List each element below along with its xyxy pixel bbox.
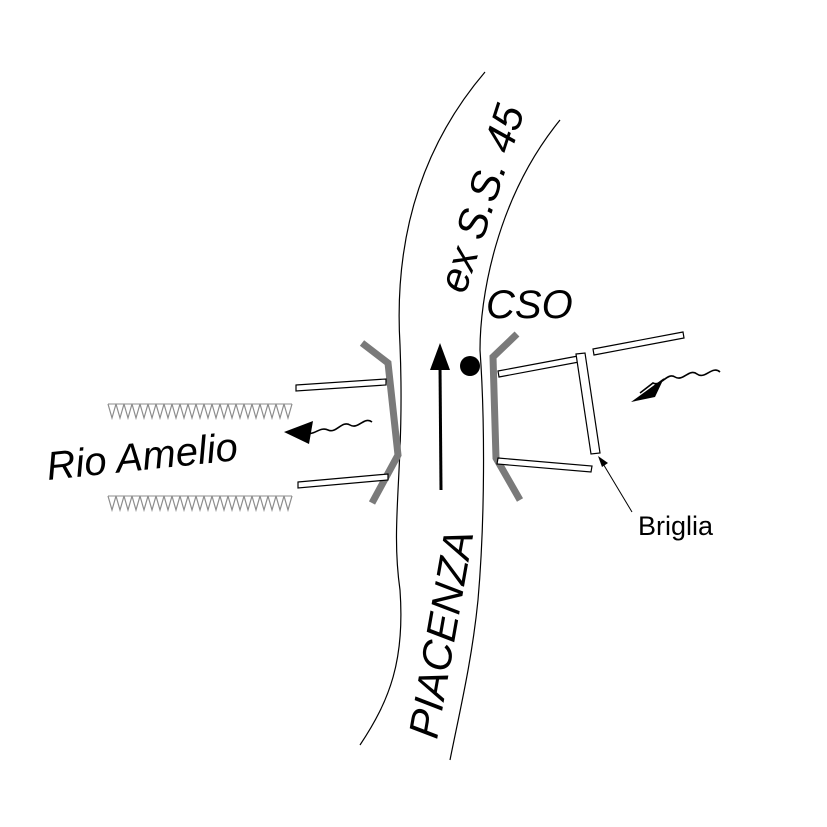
riprap-bottom-spike	[155, 495, 165, 513]
riprap-bottom-spike	[131, 495, 141, 513]
outflow-arrow-head	[284, 421, 313, 444]
riprap-top-spike	[107, 403, 117, 421]
riprap-bottom-spike	[275, 495, 285, 513]
riprap-top-spike	[259, 403, 269, 421]
direction-arrow-head	[430, 343, 450, 370]
riprap-bottom-spike	[115, 495, 125, 513]
riprap-top-spike	[123, 403, 133, 421]
riprap-top-spike	[139, 403, 149, 421]
riprap-top-spike	[179, 403, 189, 421]
riprap-top-spike	[171, 403, 181, 421]
outflow-wavy-line	[305, 419, 373, 435]
riprap-bottom-spike	[211, 495, 221, 513]
riprap-top-spike	[203, 403, 213, 421]
right-channel-wall-top	[497, 355, 580, 378]
riprap-bottom-spike	[267, 495, 277, 513]
riprap-bottom-spike	[259, 495, 269, 513]
riprap-top-spike	[267, 403, 277, 421]
left-channel-wall-bottom	[297, 473, 389, 489]
riprap-top-spike	[243, 403, 253, 421]
riprap-bottom-spike	[107, 495, 117, 513]
riprap-top-spike	[235, 403, 245, 421]
riprap-top-spike	[115, 403, 125, 421]
riprap-top-spike	[283, 403, 293, 421]
riprap-top-spike	[147, 403, 157, 421]
riprap-bottom-spike	[139, 495, 149, 513]
riprap-top-spike	[275, 403, 285, 421]
road-right-edge	[449, 119, 561, 761]
riprap-bottom-spike	[195, 495, 205, 513]
road-label: ex S.S. 45	[429, 98, 534, 297]
riprap-top-spike	[187, 403, 197, 421]
riprap-bottom-spike	[283, 495, 293, 513]
direction-arrow-shaft	[438, 364, 443, 491]
briglia-leader-arrow	[598, 456, 608, 467]
right-headwall	[489, 331, 524, 502]
riprap-bottom	[107, 495, 293, 513]
right-channel-wall-upper	[592, 331, 685, 356]
riprap-bottom-spike	[235, 495, 245, 513]
briglia-leader-line	[601, 461, 633, 513]
riprap-bottom-spike	[219, 495, 229, 513]
stream-label: Rio Amelio	[44, 425, 239, 489]
cso-label: CSO	[486, 283, 573, 327]
riprap-top-spike	[219, 403, 229, 421]
weir	[575, 352, 601, 455]
riprap-top	[107, 403, 293, 421]
cso-point	[460, 356, 480, 376]
left-channel-wall-top	[295, 378, 387, 392]
riprap-bottom-spike	[227, 495, 237, 513]
riprap-bottom-spike	[179, 495, 189, 513]
riprap-top-spike	[251, 403, 261, 421]
riprap-bottom-spike	[251, 495, 261, 513]
riprap-top-spike	[195, 403, 205, 421]
riprap-top-spike	[227, 403, 237, 421]
riprap-bottom-spike	[147, 495, 157, 513]
riprap-top-spike	[155, 403, 165, 421]
riprap-top-spike	[211, 403, 221, 421]
riprap-bottom-spike	[163, 495, 173, 513]
riprap-bottom-spike	[187, 495, 197, 513]
riprap-bottom-spike	[243, 495, 253, 513]
inflow-arrow-head	[631, 378, 664, 402]
weir-label: Briglia	[638, 511, 714, 541]
direction-label: PIACENZA	[400, 527, 483, 742]
riprap-bottom-spike	[171, 495, 181, 513]
riprap-bottom-spike	[203, 495, 213, 513]
riprap-top-spike	[131, 403, 141, 421]
riprap-top-spike	[163, 403, 173, 421]
riprap-bottom-spike	[123, 495, 133, 513]
right-channel-wall-bottom	[496, 457, 593, 473]
